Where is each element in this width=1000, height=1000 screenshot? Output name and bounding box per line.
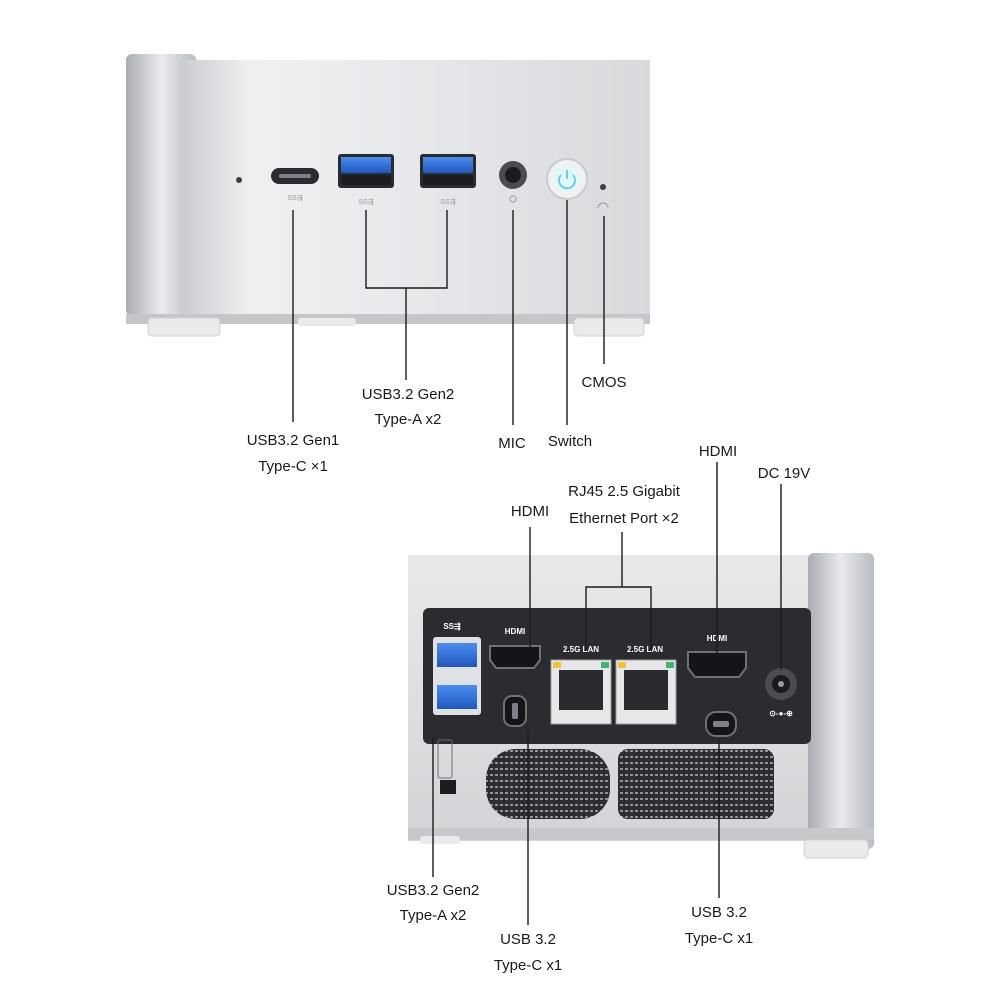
rear-hdmi-right-label: HDMI (698, 443, 738, 460)
front-foot-left (147, 317, 221, 337)
front-usbc-label-1: USB3.2 Gen1 (246, 432, 340, 449)
rear-device: SS⇶ HDMI 2.5G LAN 2.5G LAN HDM (408, 462, 874, 925)
svg-text:SS⇶: SS⇶ (440, 198, 455, 206)
svg-text:⊙-●-⊕: ⊙-●-⊕ (769, 709, 793, 718)
mic-label: MIC (498, 435, 526, 452)
rear-usbc-mid-label-2: Type-C x1 (493, 957, 563, 974)
front-pinhole (236, 177, 242, 183)
switch-label: Switch (547, 433, 593, 450)
front-left-cap (126, 54, 196, 316)
rear-hdmi-right (687, 651, 747, 678)
cmos-label: CMOS (581, 374, 627, 391)
svg-text:SS⇶: SS⇶ (443, 622, 461, 631)
rj45-label-1: RJ45 2.5 Gigabit (568, 483, 680, 500)
rj45-label-2: Ethernet Port ×2 (569, 510, 679, 527)
svg-text:2.5G LAN: 2.5G LAN (563, 645, 599, 654)
front-usbc-label-2: Type-C ×1 (258, 458, 328, 475)
rear-right-cap (808, 553, 874, 849)
front-usba-label-2: Type-A x2 (374, 411, 442, 428)
front-foot-right (573, 317, 645, 337)
front-usba-label-1: USB3.2 Gen2 (361, 386, 455, 403)
rear-usba-label-1: USB3.2 Gen2 (386, 882, 480, 899)
front-bottom-edge (126, 314, 650, 324)
svg-text:SS⇶: SS⇶ (287, 194, 302, 202)
svg-text:HDMI: HDMI (505, 627, 525, 636)
dc-label: DC 19V (757, 465, 811, 482)
kensington-lock (437, 739, 453, 779)
rear-hdmi-left (489, 645, 541, 669)
svg-text:SS⇶: SS⇶ (358, 198, 373, 206)
front-leader-lines (292, 200, 605, 425)
rear-vent-right (618, 749, 774, 819)
rear-usba-label-2: Type-A x2 (399, 907, 467, 924)
rear-vent-left (486, 749, 610, 819)
cmos-hole (600, 184, 606, 190)
front-foot-mid (298, 318, 356, 326)
rear-leader-lines (432, 462, 782, 925)
rear-hdmi-left-label: HDMI (510, 503, 550, 520)
front-device: SS⇶ SS⇶ SS⇶ (126, 54, 650, 425)
rear-usbc-mid-label-1: USB 3.2 (500, 931, 556, 948)
rear-usbc-right-label-2: Type-C x1 (684, 930, 754, 947)
svg-text:2.5G LAN: 2.5G LAN (627, 645, 663, 654)
rear-usbc-right-label-1: USB 3.2 (691, 904, 747, 921)
